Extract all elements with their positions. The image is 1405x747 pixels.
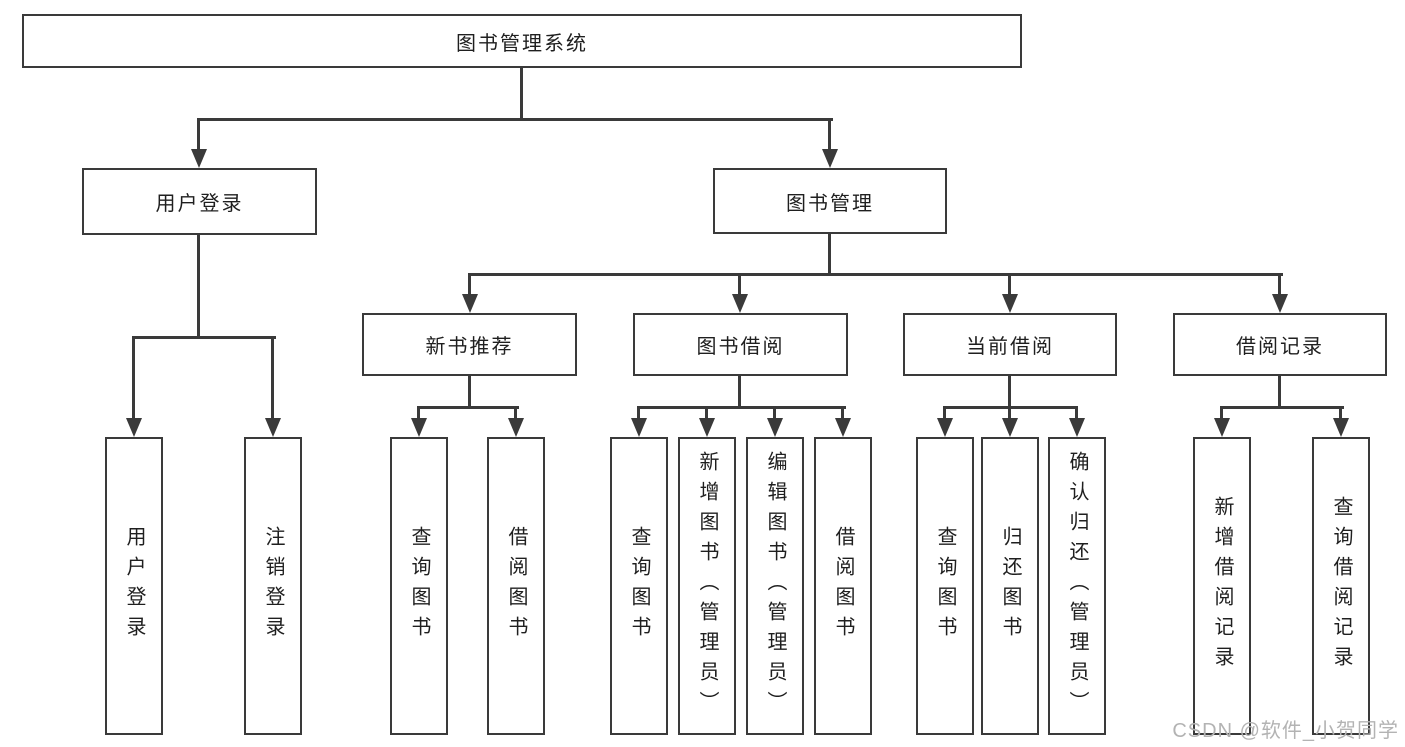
leaf-logout: 注销登录: [244, 437, 302, 735]
node-borrowing-records: 借阅记录: [1173, 313, 1387, 376]
connector-line: [637, 406, 640, 422]
node-label: 借阅图书: [832, 526, 854, 646]
connector-line: [468, 273, 471, 301]
node-new-book-recommendation: 新书推荐: [362, 313, 577, 376]
connector-line: [1278, 273, 1281, 301]
connector-line: [197, 118, 833, 121]
node-library-management-system: 图书管理系统: [22, 14, 1022, 68]
connector-line: [1075, 406, 1078, 422]
watermark-csdn: CSDN @软件_小贺同学: [1172, 720, 1399, 742]
node-label: 用户登录: [123, 526, 145, 646]
node-label: 新增图书（管理员）: [696, 451, 718, 721]
connector-line: [132, 336, 135, 422]
connector-line: [841, 406, 844, 422]
arrow-down-icon: [1069, 418, 1085, 437]
node-label: 查询图书: [934, 526, 956, 646]
node-label: 借阅记录: [1236, 336, 1324, 358]
node-label: 查询图书: [628, 526, 650, 646]
leaf-borrow-books-2: 借阅图书: [814, 437, 872, 735]
connector-line: [773, 406, 776, 422]
arrow-down-icon: [699, 418, 715, 437]
arrow-down-icon: [411, 418, 427, 437]
connector-line: [738, 273, 741, 301]
node-label: 新增借阅记录: [1211, 496, 1233, 676]
connector-line: [514, 406, 517, 422]
leaf-query-borrow-record: 查询借阅记录: [1312, 437, 1370, 735]
arrow-down-icon: [1333, 418, 1349, 437]
node-label: 新书推荐: [425, 336, 514, 358]
connector-line: [417, 406, 519, 409]
node-label: 查询借阅记录: [1330, 496, 1352, 676]
connector-line: [828, 234, 831, 276]
connector-line: [132, 336, 276, 339]
arrow-down-icon: [732, 294, 748, 313]
leaf-borrow-books: 借阅图书: [487, 437, 545, 735]
connector-line: [468, 376, 471, 409]
connector-line: [705, 406, 708, 422]
node-label: 当前借阅: [966, 336, 1054, 358]
node-user-login: 用户登录: [82, 168, 317, 235]
connector-line: [943, 406, 946, 422]
leaf-add-books-admin: 新增图书（管理员）: [678, 437, 736, 735]
connector-line: [1008, 273, 1011, 301]
node-label: 用户登录: [155, 193, 244, 215]
connector-line: [828, 118, 831, 154]
node-label: 图书管理系统: [456, 32, 588, 55]
leaf-return-books: 归还图书: [981, 437, 1039, 735]
arrow-down-icon: [937, 418, 953, 437]
node-current-borrowing: 当前借阅: [903, 313, 1117, 376]
connector-line: [637, 406, 846, 409]
connector-line: [468, 273, 1283, 276]
connector-line: [520, 68, 523, 121]
connector-line: [1339, 406, 1342, 422]
arrow-down-icon: [631, 418, 647, 437]
node-label: 归还图书: [999, 526, 1021, 646]
node-book-management: 图书管理: [713, 168, 947, 234]
connector-line: [1008, 376, 1011, 409]
node-book-borrowing: 图书借阅: [633, 313, 848, 376]
leaf-user-login: 用户登录: [105, 437, 163, 735]
leaf-query-books-3: 查询图书: [916, 437, 974, 735]
arrow-down-icon: [126, 418, 142, 437]
connector-line: [738, 376, 741, 409]
node-label: 确认归还（管理员）: [1066, 451, 1088, 721]
arrow-down-icon: [1272, 294, 1288, 313]
connector-line: [1220, 406, 1344, 409]
node-label: 注销登录: [262, 526, 284, 646]
connector-line: [271, 336, 274, 422]
arrow-down-icon: [191, 149, 207, 168]
leaf-query-books: 查询图书: [390, 437, 448, 735]
arrow-down-icon: [1002, 418, 1018, 437]
leaf-edit-books-admin: 编辑图书（管理员）: [746, 437, 804, 735]
arrow-down-icon: [1002, 294, 1018, 313]
arrow-down-icon: [835, 418, 851, 437]
connector-line: [197, 235, 200, 339]
arrow-down-icon: [1214, 418, 1230, 437]
connector-line: [197, 118, 200, 154]
arrow-down-icon: [767, 418, 783, 437]
connector-line: [1278, 376, 1281, 409]
arrow-down-icon: [265, 418, 281, 437]
node-label: 图书借阅: [696, 336, 785, 358]
connector-line: [417, 406, 420, 422]
node-label: 编辑图书（管理员）: [764, 451, 786, 721]
arrow-down-icon: [822, 149, 838, 168]
leaf-add-borrow-record: 新增借阅记录: [1193, 437, 1251, 735]
arrow-down-icon: [508, 418, 524, 437]
node-label: 借阅图书: [505, 526, 527, 646]
node-label: 图书管理: [786, 192, 874, 215]
node-label: 查询图书: [408, 526, 430, 646]
arrow-down-icon: [462, 294, 478, 313]
connector-line: [1008, 406, 1011, 422]
leaf-query-books-2: 查询图书: [610, 437, 668, 735]
leaf-confirm-return-admin: 确认归还（管理员）: [1048, 437, 1106, 735]
connector-line: [1220, 406, 1223, 422]
